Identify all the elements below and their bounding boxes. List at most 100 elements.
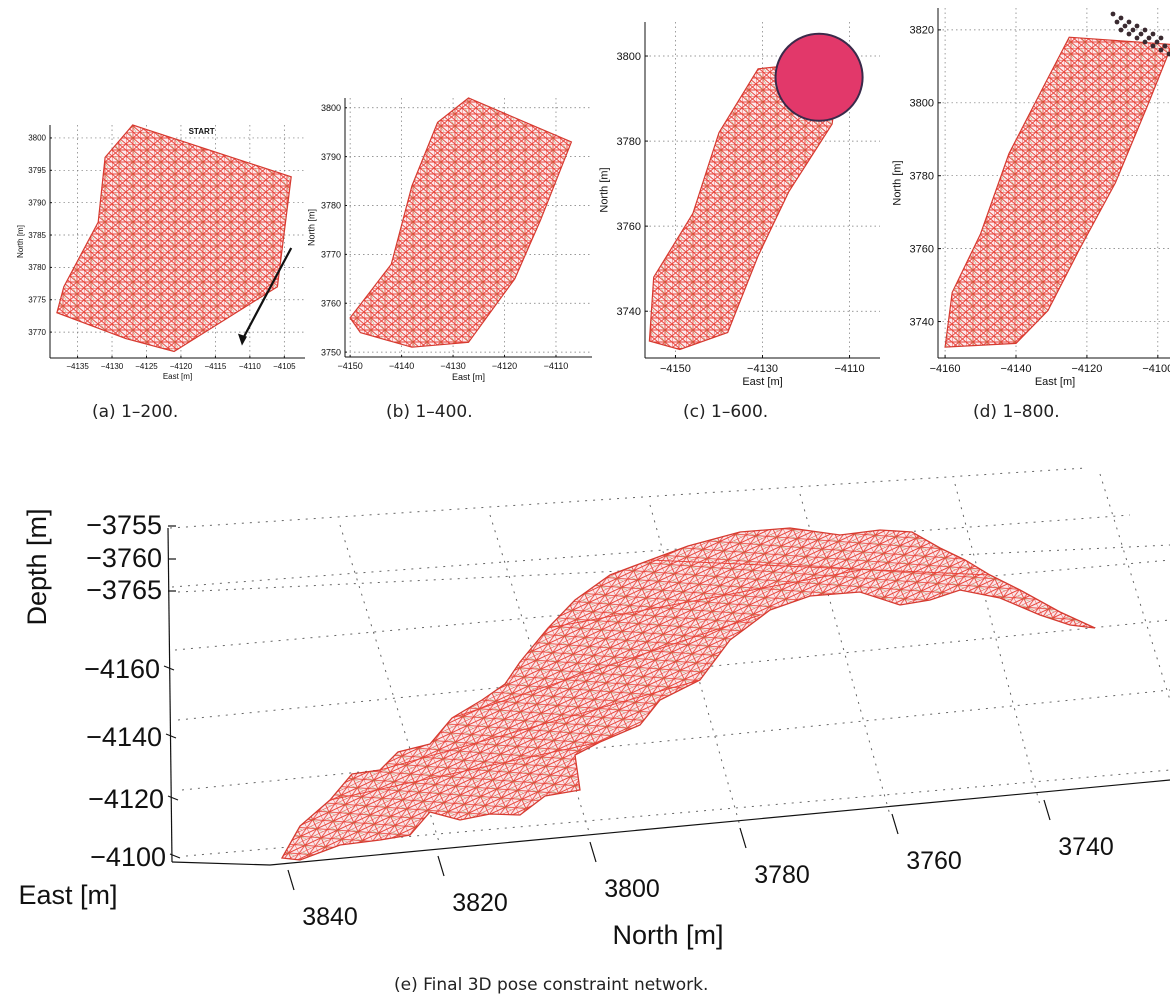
x-tick [437, 855, 445, 877]
panel-a: −4135−4130−4125−4120−4115−4110−410538003… [16, 124, 305, 381]
x-axis-label: East [m] [1035, 376, 1075, 388]
trajectory-dot [1142, 27, 1148, 33]
x-tick [287, 869, 295, 891]
trajectory-dot [1122, 23, 1128, 29]
y-tick-label: 3740 [617, 306, 641, 318]
trajectory-dot [1118, 15, 1124, 21]
x-tick-label: −4100 [1142, 363, 1170, 375]
x-tick-label: −4130 [747, 363, 778, 375]
direction-arrow [242, 247, 293, 340]
x-tick-label: −4150 [338, 361, 363, 371]
start-label: START [189, 127, 215, 136]
x-tick [589, 841, 597, 863]
grid-line [169, 467, 1086, 529]
y-axis-label: North [m] [599, 167, 611, 212]
north-axis [269, 779, 1170, 866]
y-tick-label: 3785 [28, 231, 46, 240]
vehicle-marker [774, 32, 864, 122]
x-tick-label: −4105 [273, 362, 296, 371]
grid-line [1099, 473, 1170, 701]
panel-b: −4150−4140−4130−4120−4110380037903780377… [306, 97, 592, 382]
y-tick-label: 3780 [617, 136, 641, 148]
x-tick-label: 3780 [754, 861, 810, 889]
y-tick [163, 665, 175, 671]
y-tick-label: 3775 [28, 296, 46, 305]
trajectory-dot [1146, 35, 1152, 41]
y-tick [165, 733, 177, 739]
x-tick-label: −4130 [440, 361, 465, 371]
z-tick-label: −3755 [86, 510, 162, 540]
trajectory-dot [1134, 35, 1140, 41]
y-tick-label: 3800 [617, 51, 641, 63]
panel-d: −4160−4140−4120−410038203800378037603740… [892, 8, 1170, 388]
y-tick-label: −4100 [90, 842, 166, 872]
x-tick-label: −4115 [204, 362, 226, 371]
trajectory-dot [1138, 31, 1144, 37]
pose-network-d [944, 36, 1170, 348]
y-tick [167, 795, 179, 801]
y-tick [169, 853, 181, 859]
y-tick-label: 3780 [321, 201, 341, 211]
x-axis-label: East [m] [742, 376, 782, 388]
y-tick-label: 3770 [28, 328, 46, 337]
x-tick-label: −4125 [135, 362, 158, 371]
trajectory-dot [1114, 19, 1120, 25]
trajectory-dot [1166, 51, 1170, 57]
z-axis-label: Depth [m] [22, 508, 52, 625]
x-tick-label: 3760 [906, 847, 962, 875]
x-tick-label: −4120 [170, 362, 193, 371]
trajectory-dot [1158, 35, 1164, 41]
mesh-ridge [329, 559, 991, 801]
x-tick-label: −4160 [930, 363, 961, 375]
trajectory-dot [1150, 31, 1156, 37]
trajectory-dot [1150, 43, 1156, 49]
east-axis [171, 861, 271, 866]
x-tick-label: −4110 [834, 363, 864, 375]
y-tick-label: 3800 [28, 134, 46, 143]
trajectory-dot [1126, 19, 1132, 25]
y-tick-label: 3750 [321, 347, 341, 357]
y-axis-label: North [m] [892, 160, 904, 205]
trajectory-dot [1162, 43, 1168, 49]
caption-e: (e) Final 3D pose constraint network. [394, 975, 709, 995]
x-tick-label: −4120 [492, 361, 517, 371]
x-tick-label: −4135 [66, 362, 89, 371]
trajectory-dot [1142, 39, 1148, 45]
x-tick [1043, 799, 1051, 821]
x-tick [739, 827, 747, 849]
x-tick-label: 3800 [604, 875, 660, 903]
y-tick-label: 3790 [28, 198, 46, 207]
grid-line [174, 559, 1170, 651]
y-tick-label: 3760 [910, 243, 934, 255]
y-tick-label: −4120 [88, 784, 164, 814]
x-tick-label: −4120 [1071, 363, 1102, 375]
y-tick-label: 3780 [28, 263, 46, 272]
y-axis-label: North [m] [16, 225, 25, 258]
x-tick-label: −4140 [1001, 363, 1032, 375]
caption-c: (c) 1–600. [683, 402, 769, 422]
pose-network-3d [280, 527, 1096, 861]
x-tick-label: −4150 [660, 363, 691, 375]
caption-a: (a) 1–200. [92, 402, 179, 422]
y-tick-label: 3790 [321, 152, 341, 162]
depth-axis [167, 527, 173, 863]
trajectory-dot [1126, 31, 1132, 37]
x-tick-label: −4140 [389, 361, 414, 371]
y-tick-label: 3760 [617, 221, 641, 233]
trajectory-dot [1158, 47, 1164, 53]
x-axis-label: North [m] [612, 920, 723, 950]
pose-network-b [349, 97, 573, 348]
z-tick-label: −3765 [86, 575, 162, 605]
trajectory-dot [1118, 27, 1124, 33]
y-tick-label: 3800 [910, 98, 934, 110]
x-tick-label: −4110 [239, 362, 261, 371]
x-axis-label: East [m] [163, 372, 192, 381]
y-tick-label: 3770 [321, 250, 341, 260]
pose-network-a [56, 124, 292, 353]
grid-line [181, 689, 1170, 791]
y-tick-label: −4140 [86, 722, 162, 752]
x-tick-label: 3820 [452, 889, 508, 917]
